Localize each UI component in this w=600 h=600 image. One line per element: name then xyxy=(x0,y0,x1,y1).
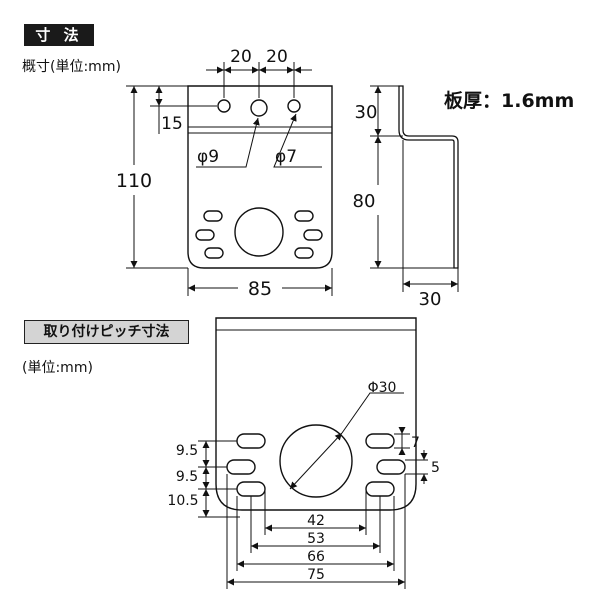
hole-right xyxy=(287,99,301,113)
dim-height: 110 xyxy=(116,170,152,192)
dim-side-depth: 30 xyxy=(419,289,442,310)
dim-hole-offset: 15 xyxy=(161,114,183,134)
pitch-slot xyxy=(365,433,395,449)
dim-v3: 10.5 xyxy=(167,493,198,509)
label-phi9: φ9 xyxy=(197,147,219,167)
slot xyxy=(195,229,215,241)
dim-width: 85 xyxy=(248,278,272,300)
dim-v2: 9.5 xyxy=(176,469,198,485)
section1-title: 寸 法 xyxy=(24,24,94,46)
dim-w66: 66 xyxy=(307,549,325,565)
bracket-pitch-outline xyxy=(215,317,417,511)
pitch-slot xyxy=(376,459,406,475)
pitch-slot xyxy=(236,481,266,497)
dim-slot-h: 7 xyxy=(411,435,420,451)
dim-w53: 53 xyxy=(307,531,325,547)
dim-side-main: 80 xyxy=(353,191,376,212)
label-phi7: φ7 xyxy=(275,147,297,167)
bracket-front-outline xyxy=(187,85,333,269)
dim-w75: 75 xyxy=(307,567,325,583)
hole-left xyxy=(217,99,231,113)
dim-pitch-left: 20 xyxy=(230,47,252,67)
pitch-slot xyxy=(226,459,256,475)
slot xyxy=(294,247,314,259)
side-view: 30 80 30 xyxy=(353,85,459,310)
pitch-slot xyxy=(236,433,266,449)
section2-subtitle: (単位:mm) xyxy=(22,360,93,376)
hole-center-phi9 xyxy=(250,99,268,117)
slot xyxy=(204,247,224,259)
center-hole xyxy=(234,207,284,257)
front-view: 20 20 15 110 85 φ9 φ7 xyxy=(116,47,333,300)
pitch-slot xyxy=(365,481,395,497)
slot xyxy=(303,229,323,241)
slot xyxy=(203,210,223,222)
section1-subtitle: 概寸(単位:mm) xyxy=(22,59,121,75)
dim-side-top: 30 xyxy=(355,102,378,123)
section2-title: 取り付けピッチ寸法 xyxy=(24,320,189,344)
label-phi30: Φ30 xyxy=(368,380,397,396)
slot xyxy=(294,210,314,222)
dim-v1: 9.5 xyxy=(176,443,198,459)
bracket-side-profile xyxy=(398,85,459,269)
dim-pitch-right: 20 xyxy=(266,47,288,67)
dim-w42: 42 xyxy=(307,513,325,529)
pitch-view: Φ30 9.5 9.5 10.5 7 5 xyxy=(167,317,440,589)
dim-slot-gap: 5 xyxy=(431,460,440,476)
thickness-label: 板厚：1.6mm xyxy=(444,90,575,112)
